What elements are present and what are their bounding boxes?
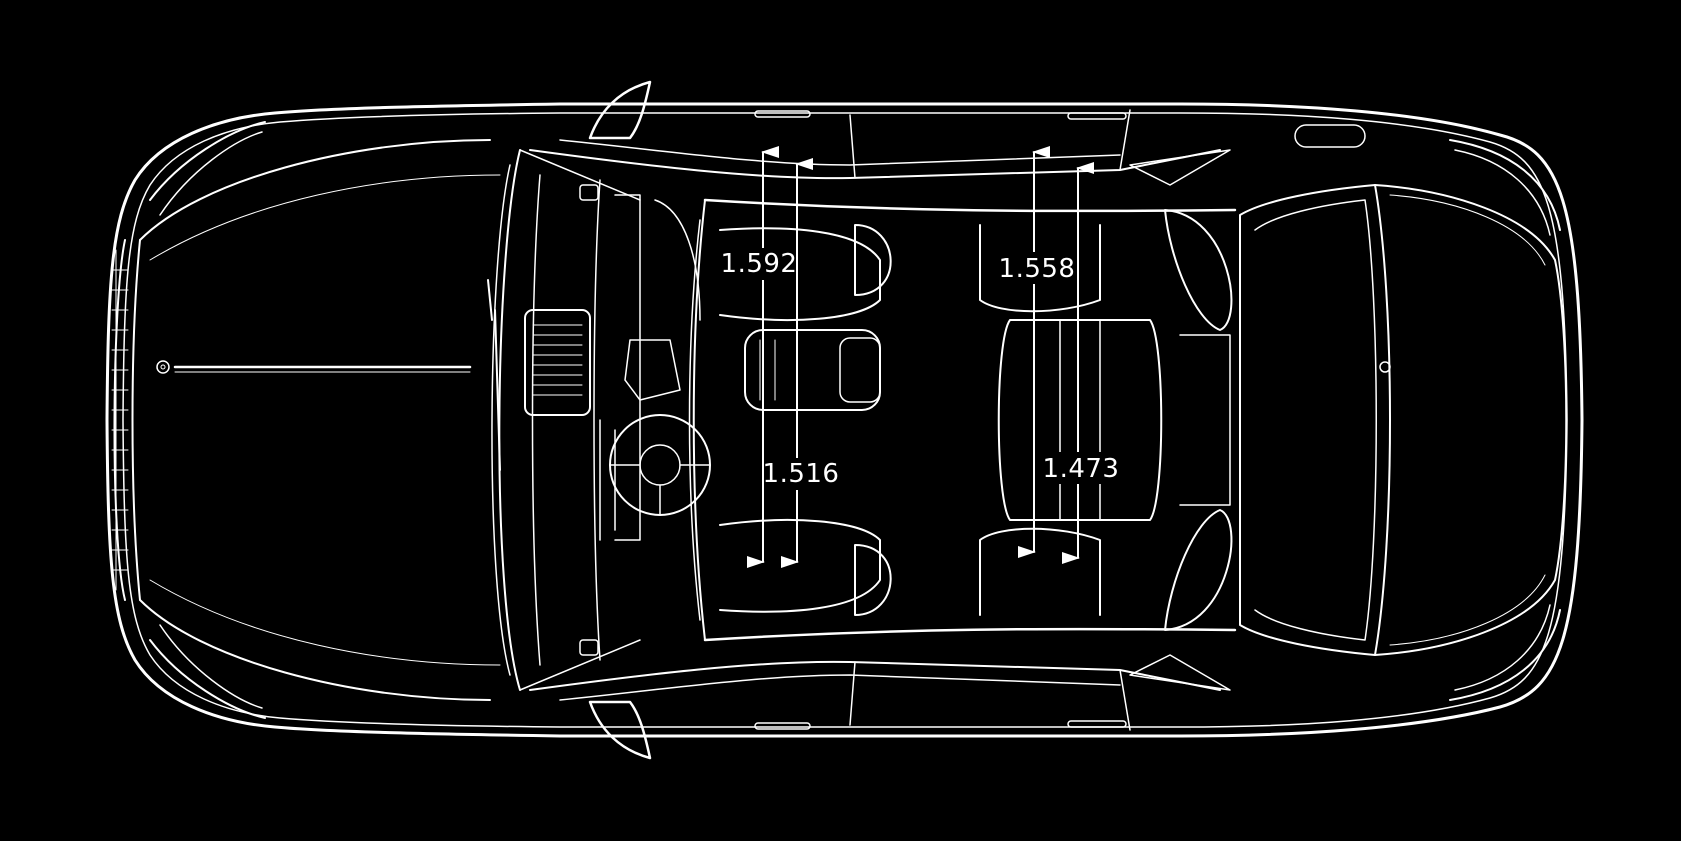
car-body-outline [105,102,1584,738]
trunk-emblem-icon [1379,361,1391,373]
front-seats [719,224,892,616]
windshield [487,149,641,691]
hood [131,139,501,701]
rear-inner-dimension: 1.473 [1043,454,1120,484]
front-inner-dimension: 1.516 [763,459,840,489]
front-end [111,121,266,719]
dashboard [524,174,711,666]
roof-cabin [529,109,1237,731]
vent-slats [532,324,583,396]
trunk [1129,124,1568,701]
side-mirrors [588,80,652,760]
dimension-arrows [747,146,1094,568]
rear-outer-dimension: 1.558 [999,254,1076,284]
front-outer-dimension: 1.592 [721,249,798,279]
hood-emblem-icon [156,360,170,374]
grille-slats [111,269,129,571]
